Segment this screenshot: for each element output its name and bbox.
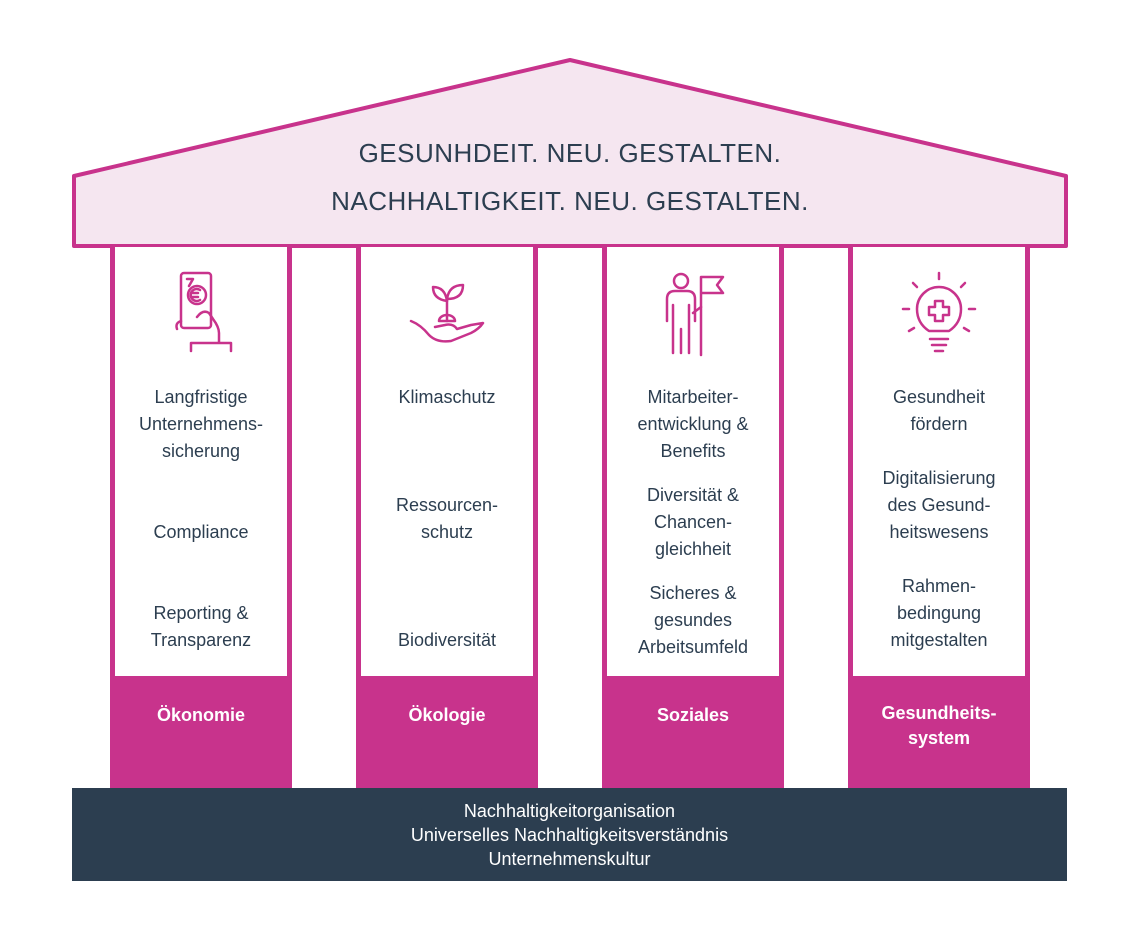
- pillar-item: Rahmen- bedingung mitgestalten: [890, 576, 988, 650]
- pillar-label: Gesundheits- system: [881, 703, 997, 748]
- pillar-item: Mitarbeiter- entwicklung & Benefits: [637, 387, 749, 461]
- pillar-label: Ökologie: [408, 705, 486, 725]
- pillar-item: Ressourcen- schutz: [395, 495, 499, 542]
- pillar-item: Sicheres & gesundes Arbeitsumfeld: [637, 583, 749, 657]
- pillar-label: Ökonomie: [156, 705, 245, 725]
- pillar-body: Langfristige Unternehmens- sicherung Com…: [115, 247, 287, 676]
- roof-shape: [72, 58, 1068, 248]
- roof-title-line-1: GESUNHDEIT. NEU. GESTALTEN.: [358, 138, 782, 168]
- pillar-item: Gesundheit fördern: [892, 387, 986, 434]
- pillar-item: Diversität & Chancen- gleichheit: [646, 485, 740, 559]
- pillar-oekologie: Klimaschutz Ressourcen- schutz Biodivers…: [356, 247, 538, 788]
- lightbulb-cross-icon: [901, 271, 977, 353]
- pillar-soziales: Mitarbeiter- entwicklung & Benefits Dive…: [602, 247, 784, 788]
- pillar-label: Soziales: [656, 705, 730, 725]
- pillar-item: Biodiversität: [397, 630, 497, 650]
- pillar-body: Mitarbeiter- entwicklung & Benefits Dive…: [607, 247, 779, 676]
- pillar-oekonomie: Langfristige Unternehmens- sicherung Com…: [110, 247, 292, 788]
- foundation-line: Universelles Nachhaltigkeitsverständnis: [410, 825, 729, 845]
- pillar-item: Klimaschutz: [398, 387, 496, 407]
- pillar-gesundheitssystem: Gesundheit fördern Digitalisierung des G…: [848, 247, 1030, 788]
- pillar-item: Langfristige Unternehmens- sicherung: [138, 387, 264, 461]
- foundation-line: Nachhaltigkeitorganisation: [463, 801, 676, 821]
- pillar-item: Reporting & Transparenz: [150, 603, 252, 650]
- roof: [72, 58, 1068, 248]
- seedling-hand-icon: [409, 283, 485, 343]
- pillar-item: Digitalisierung des Gesund- heitswesens: [882, 468, 996, 542]
- pillar-body: Klimaschutz Ressourcen- schutz Biodivers…: [361, 247, 533, 676]
- person-flag-icon: [665, 272, 725, 357]
- euro-phone-hand-icon: [175, 271, 233, 353]
- foundation-line: Unternehmenskultur: [488, 849, 651, 869]
- roof-title-line-2: NACHHALTIGKEIT. NEU. GESTALTEN.: [331, 186, 809, 216]
- pillar-item: Compliance: [153, 522, 249, 542]
- foundation: Nachhaltigkeitorganisation Universelles …: [72, 788, 1067, 881]
- pillar-body: Gesundheit fördern Digitalisierung des G…: [853, 247, 1025, 676]
